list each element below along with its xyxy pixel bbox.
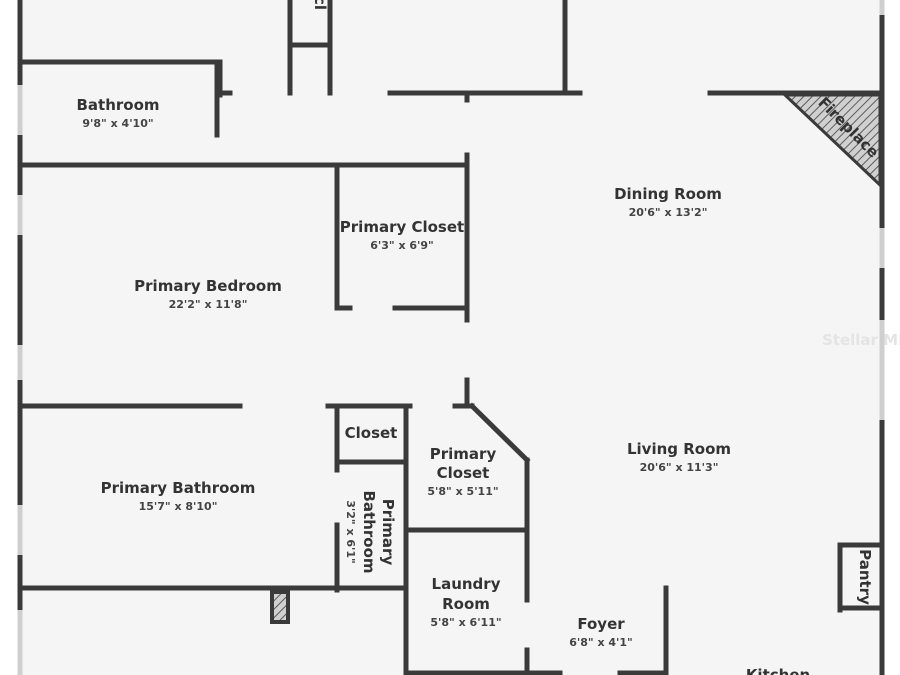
label-primary-bedroom: Primary Bedroom (134, 277, 282, 295)
dims-primary-closet-2: 5'8" x 5'11" (427, 485, 498, 498)
label-bathroom: Bathroom (76, 96, 159, 114)
label-primary-closet-2-line2: Closet (437, 464, 490, 482)
label-laundry-line1: Laundry (432, 575, 501, 593)
label-cl: cl (311, 0, 329, 10)
windows (17, 0, 885, 675)
dims-laundry: 5'8" x 6'11" (430, 616, 501, 629)
label-closet: Closet (345, 424, 398, 442)
column (270, 590, 290, 624)
label-foyer: Foyer (577, 615, 625, 633)
dims-dining-room: 20'6" x 13'2" (629, 206, 708, 219)
dims-primary-bathroom: 15'7" x 8'10" (139, 500, 218, 513)
watermark: Stellar MLS (822, 331, 900, 349)
dims-living-room: 20'6" x 11'3" (640, 461, 719, 474)
label-kitchen: Kitchen (746, 666, 810, 675)
label-living-room: Living Room (627, 440, 731, 458)
label-laundry-line2: Room (442, 595, 490, 613)
label-primary-bathroom-small-line1: Primary (379, 499, 397, 566)
dims-primary-bedroom: 22'2" x 11'8" (169, 298, 248, 311)
dims-bathroom: 9'8" x 4'10" (82, 117, 153, 130)
dims-primary-bathroom-small: 3'2" x 6'1" (344, 500, 357, 564)
dims-foyer: 6'8" x 4'1" (569, 636, 633, 649)
label-dining-room: Dining Room (614, 185, 722, 203)
label-primary-closet-1: Primary Closet (340, 218, 464, 236)
label-pantry: Pantry (856, 549, 874, 605)
label-primary-bathroom-small-line2: Bathroom (360, 490, 378, 573)
label-primary-closet-2-line1: Primary (430, 445, 497, 463)
label-primary-bathroom: Primary Bathroom (101, 479, 256, 497)
floor-area (20, 0, 882, 675)
dims-primary-closet-1: 6'3" x 6'9" (370, 239, 434, 252)
